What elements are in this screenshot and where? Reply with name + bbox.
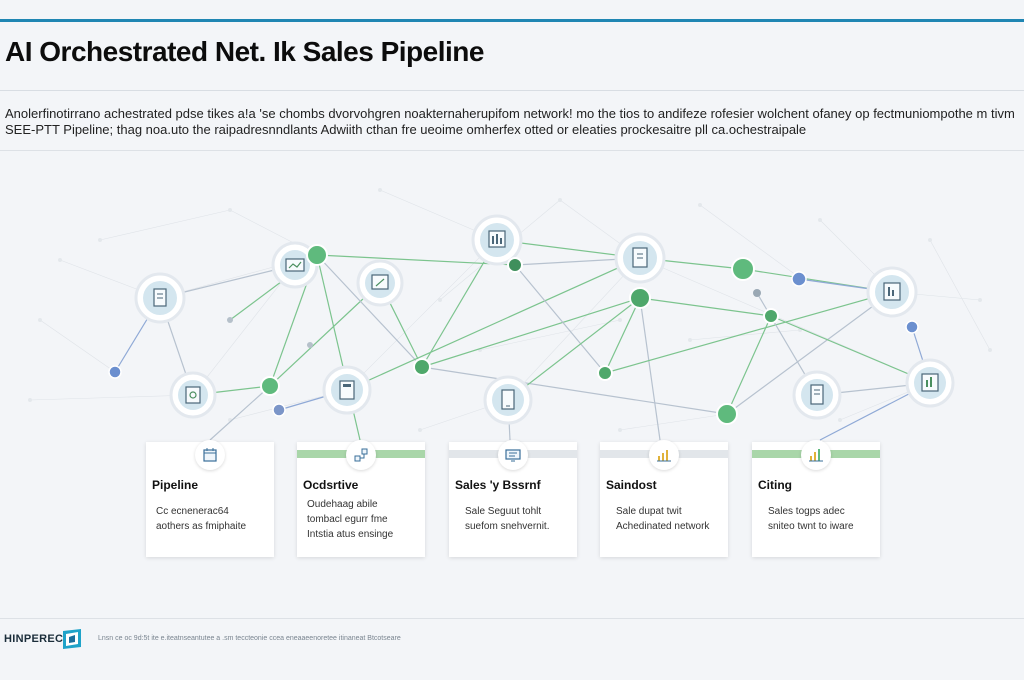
blue-node xyxy=(272,403,286,417)
green-node xyxy=(306,244,328,266)
gray-node xyxy=(227,317,233,323)
connection-line xyxy=(209,385,271,441)
card-description: Sales togps adec sniteo twnt to iware xyxy=(768,504,876,534)
calendar-icon xyxy=(195,440,225,470)
network-diagram xyxy=(28,188,992,441)
blue-node xyxy=(905,320,919,334)
green-node xyxy=(763,308,779,324)
connection-line xyxy=(726,291,893,415)
card-description: Sale dupat twit Achedinated network xyxy=(616,504,724,534)
blue-node xyxy=(108,365,122,379)
intro-line: SEE-PTT Pipeline; thag noa.uto the raipa… xyxy=(5,122,807,137)
card-title: Pipeline xyxy=(152,478,199,492)
intro-divider xyxy=(0,150,1024,151)
card-text-line: Oudehaag abile xyxy=(307,499,378,510)
connection-line xyxy=(421,297,641,368)
icon-nodes xyxy=(134,214,955,425)
connection-lines xyxy=(114,239,931,441)
mobile-icon xyxy=(483,375,533,425)
green-node xyxy=(597,365,613,381)
card-description: Oudehaag abile tombacl egurr fme Intstia… xyxy=(307,497,421,542)
calculator-icon xyxy=(322,365,372,415)
green-node xyxy=(731,257,755,281)
card-text-line: suefom snehvernit. xyxy=(465,521,550,532)
bar-chart-icon xyxy=(649,440,679,470)
gray-node xyxy=(753,289,761,297)
workflow-icon xyxy=(356,259,404,307)
gray-node xyxy=(307,342,313,348)
connection-line xyxy=(604,291,893,374)
report-icon xyxy=(866,266,918,318)
intro-paragraph: Anolerfinotirrano achestrated pdse tikes… xyxy=(5,106,1015,138)
blue-node xyxy=(791,271,807,287)
connection-line xyxy=(507,297,641,401)
connection-line xyxy=(770,315,931,384)
card-ocdsrtive[interactable]: Ocdsrtive Oudehaag abile tombacl egurr f… xyxy=(297,440,425,557)
card-sales-bssrnf[interactable]: Sales 'y Bssrnf Sale Seguut tohlt suefom… xyxy=(449,440,577,557)
card-title: Ocdsrtive xyxy=(303,478,359,492)
connection-line xyxy=(639,297,661,441)
card-text-line: sniteo twnt to iware xyxy=(768,521,854,532)
title-divider xyxy=(0,90,1024,91)
green-node xyxy=(716,403,738,425)
brand-name: HINPEREC xyxy=(4,633,64,645)
settings-icon xyxy=(169,371,217,419)
connection-line xyxy=(316,254,423,368)
card-text-line: Sale Seguut tohlt xyxy=(465,506,542,517)
footer-divider xyxy=(0,618,1024,619)
card-text-line: Sales togps adec xyxy=(768,506,845,517)
intro-line: Anolerfinotirrano achestrated pdse tikes… xyxy=(5,106,1015,121)
green-node xyxy=(413,358,431,376)
dot-nodes xyxy=(108,244,919,425)
card-description: Sale Seguut tohlt suefom snehvernit. xyxy=(465,504,573,534)
card-saindost[interactable]: Saindost Sale dupat twit Achedinated net… xyxy=(600,440,728,557)
card-text-line: tombacl egurr fme xyxy=(307,514,388,525)
connection-line xyxy=(346,257,641,391)
analytics-icon xyxy=(471,214,523,266)
card-description: Cc ecnenerac64 aothers as fmiphaite xyxy=(156,504,270,534)
connection-line xyxy=(726,315,772,415)
card-citing[interactable]: Citing Sales togps adec sniteo twnt to i… xyxy=(752,440,880,557)
connection-line xyxy=(421,366,728,415)
card-text-line: Achedinated network xyxy=(616,521,710,532)
connection-line xyxy=(316,254,516,266)
flow-chart-icon xyxy=(346,440,376,470)
background-dots xyxy=(28,188,992,432)
accent-top-bar xyxy=(0,19,1024,22)
card-pipeline[interactable]: Pipeline Cc ecnenerac64 aothers as fmiph… xyxy=(146,440,274,557)
card-text-line: Cc ecnenerac64 xyxy=(156,506,229,517)
tablet-icon xyxy=(614,232,666,284)
card-title: Citing xyxy=(758,478,792,492)
dashboard-icon xyxy=(905,358,955,408)
bar-chart-icon xyxy=(801,440,831,470)
footer-text: Lnsn ce oc 9d:5t ite e.iteatnseantutee a… xyxy=(98,635,401,642)
connection-line xyxy=(514,264,606,374)
pipeline-icon xyxy=(271,241,319,289)
green-node xyxy=(260,376,280,396)
page-title: AI Orchestrated Net. Ik Sales Pipeline xyxy=(5,36,484,67)
brand-logo-icon xyxy=(63,629,81,649)
green-node xyxy=(507,257,523,273)
monitor-icon xyxy=(498,440,528,470)
connection-line xyxy=(639,297,772,317)
card-text-line: Sale dupat twit xyxy=(616,506,682,517)
card-text-line: aothers as fmiphaite xyxy=(156,521,247,532)
card-title: Sales 'y Bssrnf xyxy=(455,478,541,492)
card-text-line: Intstia atus ensinge xyxy=(307,529,394,540)
card-title: Saindost xyxy=(606,478,657,492)
server-icon xyxy=(792,370,842,420)
connection-line xyxy=(604,297,641,374)
green-node xyxy=(629,287,651,309)
connection-line xyxy=(269,282,381,387)
document-icon xyxy=(134,272,186,324)
